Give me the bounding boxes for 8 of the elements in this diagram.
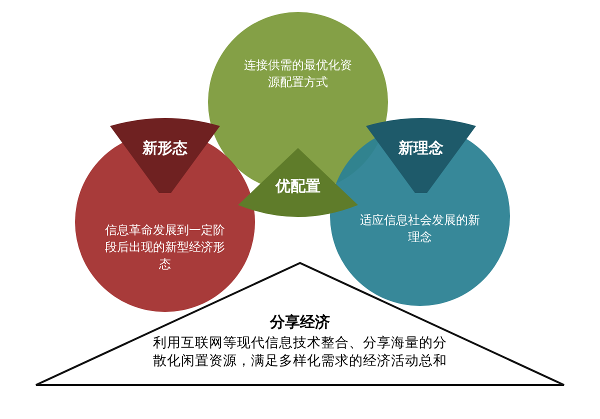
heading-text: 新理念 bbox=[391, 138, 451, 158]
description-text: 利用互联网等现代信息技术整合、分享海量的分散化闲置资源，满足多样化需求的经济活动总和 bbox=[152, 334, 448, 370]
description-text: 适应信息社会发展的新理念 bbox=[360, 212, 480, 246]
heading-text: 分享经济 bbox=[268, 312, 331, 332]
description-text: 连接供需的最优化资源配置方式 bbox=[243, 57, 353, 91]
heading-text: 新形态 bbox=[135, 138, 195, 158]
description-text: 信息革命发展到一定阶段后出现的新型经济形态 bbox=[105, 222, 225, 273]
heading-text: 优配置 bbox=[268, 176, 328, 196]
